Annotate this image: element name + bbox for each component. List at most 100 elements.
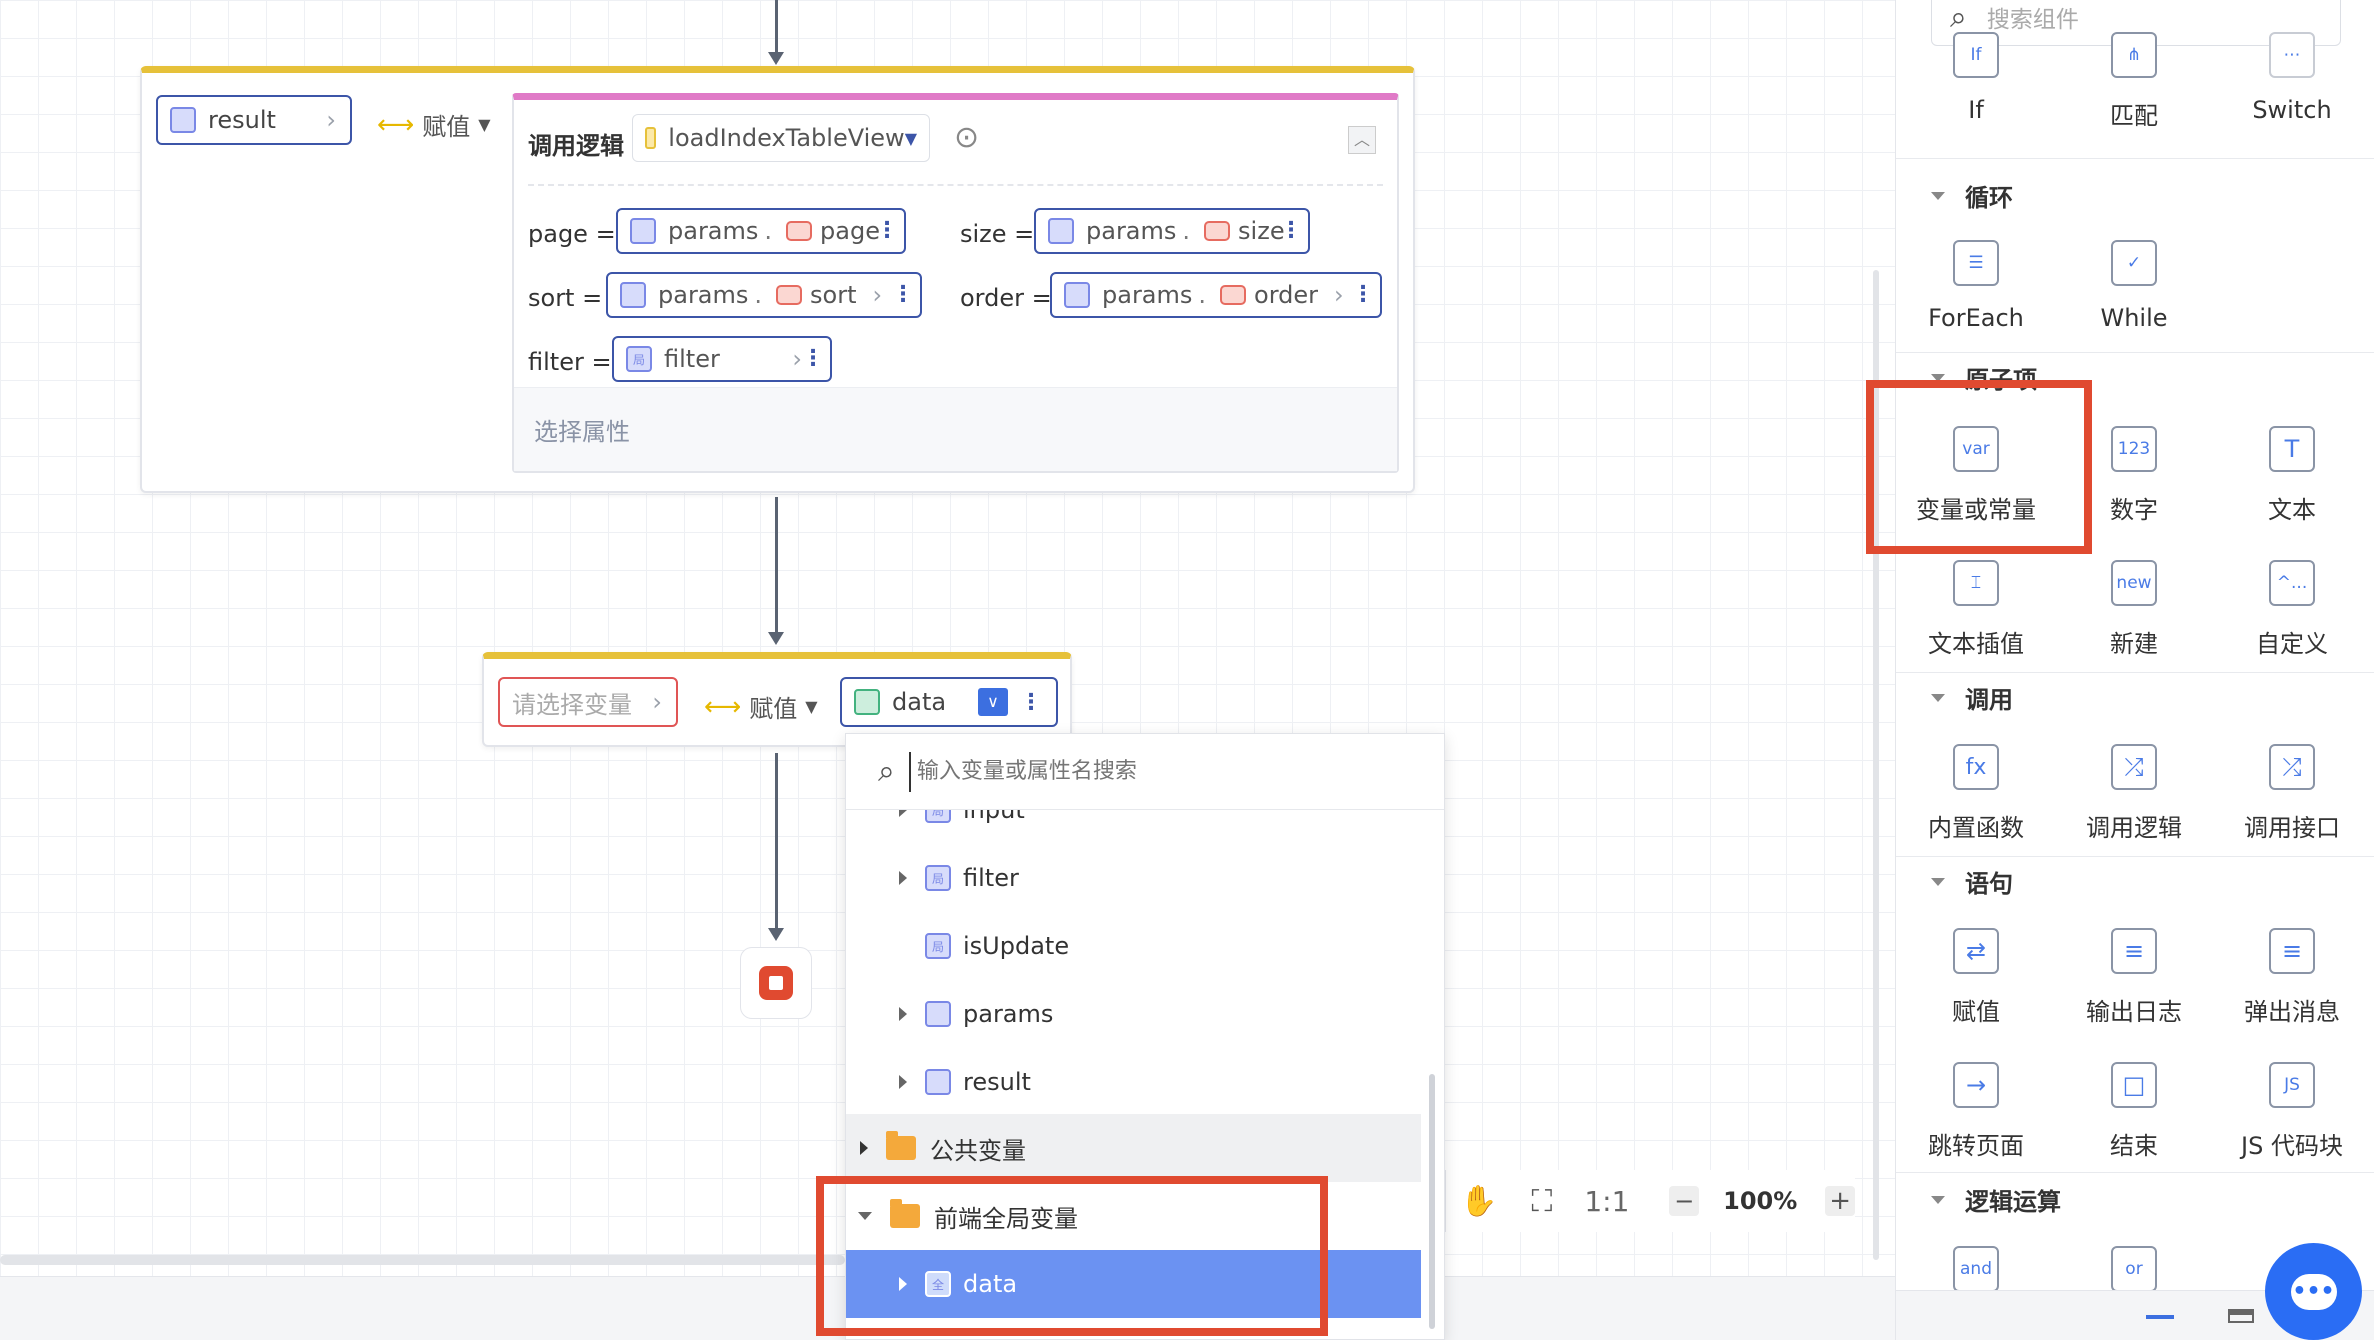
result-variable-pill[interactable]: result › xyxy=(156,95,352,145)
component-navigate[interactable]: → 跳转页面 xyxy=(1896,1062,2056,1161)
component-foreach[interactable]: ☰ ForEach xyxy=(1896,240,2056,332)
more-icon[interactable]: ⋮ xyxy=(802,346,824,371)
expand-icon[interactable] xyxy=(899,871,907,885)
list-item[interactable]: params xyxy=(846,980,1421,1048)
function-icon: fx xyxy=(1953,744,1999,790)
collapse-icon[interactable]: ︿ xyxy=(1348,126,1376,154)
component-end[interactable]: □ 结束 xyxy=(2054,1062,2214,1161)
canvas-horizontal-scrollbar[interactable] xyxy=(0,1255,845,1265)
section-call[interactable]: 调用 xyxy=(1931,680,2013,715)
expand-icon[interactable] xyxy=(860,1141,868,1155)
component-js-block[interactable]: JS JS 代码块 xyxy=(2212,1062,2372,1161)
assign-operator[interactable]: ⟷ 赋值 ▼ xyxy=(704,691,818,724)
more-icon[interactable]: ⋮ xyxy=(1020,689,1042,715)
param-name-sort: sort = xyxy=(528,284,603,312)
expand-icon[interactable] xyxy=(899,1075,907,1089)
assign-icon: ⇄ xyxy=(1953,928,1999,974)
component-message[interactable]: ≡ 弹出消息 xyxy=(2212,928,2372,1027)
more-icon[interactable]: ⋮ xyxy=(892,282,914,307)
zoom-ratio-button[interactable]: 1:1 xyxy=(1584,1184,1630,1218)
section-loop[interactable]: 循环 xyxy=(1931,178,2013,213)
new-icon: new xyxy=(2111,560,2157,606)
component-call-logic[interactable]: ⤮ 调用逻辑 xyxy=(2054,744,2214,843)
component-new[interactable]: new 新建 xyxy=(2054,560,2214,659)
and-icon: and xyxy=(1953,1246,1999,1292)
component-custom[interactable]: ^... 自定义 xyxy=(2212,560,2372,659)
foreach-icon: ☰ xyxy=(1953,240,1999,286)
global-variable-icon: 全 xyxy=(925,1271,951,1297)
more-icon[interactable]: ⋮ xyxy=(876,218,898,243)
param-name-filter: filter = xyxy=(528,348,612,376)
component-text-interpolation[interactable]: ⌶ 文本插值 xyxy=(1896,560,2056,659)
expand-icon[interactable] xyxy=(899,1007,907,1021)
component-call-api[interactable]: ⤮ 调用接口 xyxy=(2212,744,2372,843)
picker-search-input[interactable] xyxy=(908,751,1389,792)
minimize-icon[interactable] xyxy=(2146,1315,2174,1319)
dropdown-toggle-icon[interactable]: ∨ xyxy=(978,688,1008,716)
folder-frontend-global-variables[interactable]: 前端全局变量 xyxy=(846,1182,1421,1250)
locate-icon[interactable]: ⊙ xyxy=(954,120,980,155)
assign-block-result[interactable]: result › ⟷ 赋值 ▼ 调用逻辑 loadIndexTableView … xyxy=(140,66,1415,493)
component-assign[interactable]: ⇄ 赋值 xyxy=(1896,928,2056,1027)
component-and[interactable]: and xyxy=(1896,1246,2056,1292)
section-divider xyxy=(1896,158,2374,159)
component-switch[interactable]: ⋯ Switch xyxy=(2212,32,2372,124)
global-variable-icon xyxy=(854,689,880,715)
list-item[interactable]: result xyxy=(846,1048,1421,1116)
component-text[interactable]: T 文本 xyxy=(2212,426,2372,525)
zoom-in-button[interactable]: + xyxy=(1825,1186,1855,1216)
target-variable-pill[interactable]: 请选择变量 › xyxy=(498,677,678,727)
fit-screen-icon[interactable]: ⛶ xyxy=(1531,1183,1553,1219)
collapse-icon xyxy=(1931,693,1945,702)
list-item[interactable]: 局 isUpdate xyxy=(846,912,1421,980)
flow-canvas[interactable]: result › ⟷ 赋值 ▼ 调用逻辑 loadIndexTableView … xyxy=(0,0,1895,1340)
assign-arrow-icon: ⟷ xyxy=(377,109,415,140)
component-builtin-function[interactable]: fx 内置函数 xyxy=(1896,744,2056,843)
list-item[interactable]: 局 filter xyxy=(846,844,1421,912)
zoom-out-button[interactable]: − xyxy=(1669,1186,1700,1216)
logic-icon xyxy=(645,127,657,149)
logic-select[interactable]: loadIndexTableView ▼ xyxy=(632,114,930,162)
expand-icon[interactable] xyxy=(899,1277,907,1291)
connector-bottom xyxy=(775,753,778,928)
assign-block-data[interactable]: 请选择变量 › ⟷ 赋值 ▼ data ∨ ⋮ xyxy=(482,652,1072,747)
list-item[interactable]: 局 input xyxy=(846,810,1421,844)
param-value-order[interactable]: params . order › ⋮ xyxy=(1050,272,1382,318)
local-variable-icon: 局 xyxy=(626,346,652,372)
param-value-sort[interactable]: params . sort › ⋮ xyxy=(606,272,922,318)
dock-icon[interactable] xyxy=(2228,1309,2254,1323)
collapse-icon[interactable] xyxy=(858,1212,872,1220)
component-panel: ⌕ 搜索组件 If If ⋔ 匹配 ⋯ Switch 循环 ☰ ForEach … xyxy=(1895,0,2374,1340)
folder-public-variables[interactable]: 公共变量 xyxy=(846,1114,1421,1182)
call-api-icon: ⤮ xyxy=(2269,744,2315,790)
component-while[interactable]: ✓ While xyxy=(2054,240,2214,332)
component-log[interactable]: ≡ 输出日志 xyxy=(2054,928,2214,1027)
component-or[interactable]: or xyxy=(2054,1246,2214,1292)
expand-icon[interactable] xyxy=(899,810,907,817)
switch-icon: ⋯ xyxy=(2269,32,2315,78)
component-variable-constant[interactable]: var 变量或常量 xyxy=(1896,426,2056,525)
chat-support-button[interactable]: ••• xyxy=(2265,1243,2362,1340)
end-node[interactable] xyxy=(740,947,812,1019)
section-logic[interactable]: 逻辑运算 xyxy=(1931,1182,2061,1217)
connector-arrow xyxy=(768,632,784,645)
value-variable-pill[interactable]: data ∨ ⋮ xyxy=(840,677,1058,727)
component-match[interactable]: ⋔ 匹配 xyxy=(2054,32,2214,131)
param-value-filter[interactable]: 局 filter › ⋮ xyxy=(612,336,832,382)
param-value-page[interactable]: params . page ⋮ xyxy=(616,208,906,254)
dropdown-scrollbar[interactable] xyxy=(1429,1074,1435,1329)
hand-icon[interactable]: ✋ xyxy=(1460,1183,1498,1219)
assign-operator[interactable]: ⟷ 赋值 ▼ xyxy=(377,109,491,142)
variable-icon xyxy=(170,107,196,133)
param-value-size[interactable]: params . size ⋮ xyxy=(1034,208,1310,254)
canvas-vertical-scrollbar[interactable] xyxy=(1873,270,1879,1260)
component-if[interactable]: If If xyxy=(1896,32,2056,124)
component-number[interactable]: 123 数字 xyxy=(2054,426,2214,525)
folder-icon xyxy=(890,1199,920,1228)
more-icon[interactable]: ⋮ xyxy=(1352,282,1374,307)
assign-arrow-icon: ⟷ xyxy=(704,691,742,722)
more-icon[interactable]: ⋮ xyxy=(1280,218,1302,243)
select-property-bar[interactable]: 选择属性 xyxy=(514,387,1397,471)
panel-divider xyxy=(528,184,1383,186)
section-statement[interactable]: 语句 xyxy=(1931,864,2013,899)
